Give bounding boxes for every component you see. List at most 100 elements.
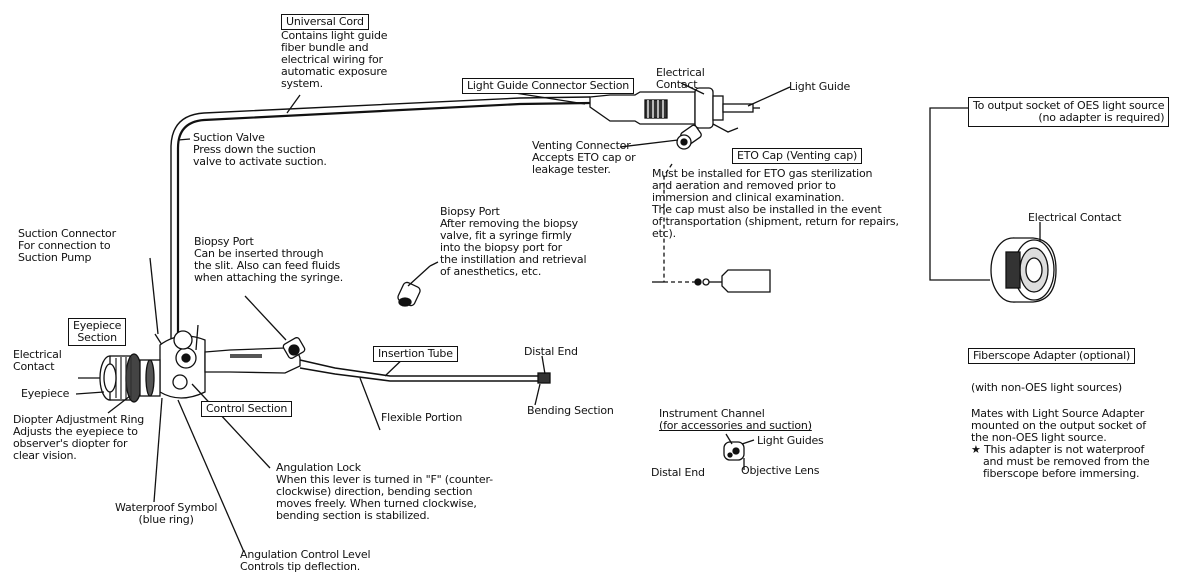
fiberscope-adapter-note-3: fiberscope before immersing. <box>983 467 1140 480</box>
diopter-desc-1: Adjusts the eyepiece to <box>13 425 138 438</box>
suction-connector-desc-2: Suction Pump <box>18 251 92 264</box>
bending-section-label: Bending Section <box>527 404 614 417</box>
suction-valve-label: Suction Valve Press down the suction val… <box>193 132 327 168</box>
eto-cap-desc-5: of transportation (shipment, return for … <box>652 215 899 228</box>
electrical-contact-top-line-1: Electrical <box>656 66 705 79</box>
biopsy-port-mid-desc-5: of anesthetics, etc. <box>440 265 542 278</box>
diopter-desc-3: clear vision. <box>13 449 77 462</box>
suction-connector-title: Suction Connector <box>18 227 116 240</box>
light-guide-connector-label: Light Guide Connector Section <box>462 78 635 94</box>
biopsy-port-mid-label: Biopsy Port After removing the biopsy va… <box>440 205 587 278</box>
eto-cap-desc-3: immersion and clinical examination. <box>652 191 845 204</box>
waterproof-symbol-line-2: (blue ring) <box>138 513 194 526</box>
angulation-lock-desc-3: moves freely. When turned clockwise, <box>276 497 477 510</box>
angulation-control-title: Angulation Control Level <box>240 548 371 561</box>
biopsy-port-left-label: Biopsy Port Can be inserted through the … <box>194 236 343 284</box>
venting-connector-desc-2: leakage tester. <box>532 163 611 176</box>
fiberscope-adapter-desc: Mates with Light Source Adapter mounted … <box>971 407 1150 480</box>
fiberscope-adapter-desc-2: mounted on the output socket of <box>971 419 1146 432</box>
eto-cap-label: ETO Cap (Venting cap) Must be installed … <box>652 148 899 240</box>
biopsy-port-left-title: Biopsy Port <box>194 235 254 248</box>
distal-end-detail <box>723 433 755 470</box>
fiberscope-adapter-desc-3: the non-OES light source. <box>971 431 1107 444</box>
instrument-channel-line-1: Instrument Channel <box>659 407 765 420</box>
venting-connector-label: Venting Connector Accepts ETO cap or lea… <box>532 139 636 176</box>
universal-cord-desc-4: automatic exposure <box>281 65 388 78</box>
biopsy-port-mid-desc-4: the instillation and retrieval <box>440 253 587 266</box>
output-socket-line-1: To output socket of OES light source <box>973 99 1165 112</box>
suction-valve-desc-1: Press down the suction <box>193 143 316 156</box>
electrical-contact-top-label: Electrical Contact <box>656 67 705 91</box>
output-socket-line-2: (no adapter is required) <box>1038 111 1165 124</box>
electrical-contact-left-label: Electrical Contact <box>13 349 62 373</box>
waterproof-symbol-label: Waterproof Symbol (blue ring) <box>115 502 217 526</box>
light-guide-connector <box>589 87 760 150</box>
electrical-contact-right-label: Electrical Contact <box>1028 211 1122 224</box>
eto-cap-title: ETO Cap (Venting cap) <box>732 148 863 164</box>
eto-cap-desc-4: The cap must also be installed in the ev… <box>652 203 882 216</box>
biopsy-port-detail <box>397 261 439 307</box>
venting-connector-title: Venting Connector <box>532 139 631 152</box>
fiberscope-adapter-subtitle: (with non-OES light sources) <box>971 381 1122 394</box>
objective-lens-label: Objective Lens <box>741 464 820 477</box>
diopter-label: Diopter Adjustment Ring Adjusts the eyep… <box>13 414 144 462</box>
angulation-lock-title: Angulation Lock <box>276 461 361 474</box>
fiberscope-adapter-title: Fiberscope Adapter (optional) <box>968 348 1136 364</box>
eyepiece-section-label: Eyepiece Section <box>68 318 127 346</box>
universal-cord-desc-2: fiber bundle and <box>281 41 369 54</box>
universal-cord-desc-1: Contains light guide <box>281 29 388 42</box>
universal-cord-desc-3: electrical wiring for <box>281 53 383 66</box>
insertion-tube-label: Insertion Tube <box>373 346 458 362</box>
diopter-title: Diopter Adjustment Ring <box>13 413 145 426</box>
fiberscope-adapter-note-2: and must be removed from the <box>983 455 1150 468</box>
distal-end-bottom-label: Distal End <box>651 466 705 479</box>
control-section-label: Control Section <box>201 401 293 417</box>
angulation-lock-desc-2: clockwise) direction, bending section <box>276 485 473 498</box>
diopter-desc-2: observer's diopter for <box>13 437 128 450</box>
biopsy-port-left-desc-2: the slit. Also can feed fluids <box>194 259 341 272</box>
universal-cord-line <box>176 101 591 342</box>
angulation-lock-label: Angulation Lock When this lever is turne… <box>276 462 493 522</box>
biopsy-port-mid-desc-3: into the biopsy port for <box>440 241 562 254</box>
universal-cord-title: Universal Cord <box>281 14 369 30</box>
light-guides-label: Light Guides <box>757 434 824 447</box>
universal-cord-desc-5: system. <box>281 77 323 90</box>
angulation-control-label: Angulation Control Level Controls tip de… <box>240 548 371 573</box>
biopsy-port-left-desc-3: when attaching the syringe. <box>194 271 344 284</box>
angulation-lock-desc-1: When this lever is turned in "F" (counte… <box>276 473 493 486</box>
electrical-contact-left-line-1: Electrical <box>13 348 62 361</box>
eto-cap-desc-2: and aeration and removed prior to <box>652 179 836 192</box>
instrument-channel-label: Instrument Channel (for accessories and … <box>659 408 812 432</box>
suction-valve-title: Suction Valve <box>193 131 265 144</box>
output-socket-label: To output socket of OES light source (no… <box>968 97 1170 127</box>
fiberscope-adapter-drawing <box>990 222 1057 303</box>
suction-connector-desc-1: For connection to <box>18 239 111 252</box>
angulation-control-desc-1: Controls tip deflection. <box>240 560 361 573</box>
eyepiece-section-line-1: Eyepiece <box>73 319 122 332</box>
biopsy-port-left-desc-1: Can be inserted through <box>194 247 324 260</box>
biopsy-port-mid-desc-1: After removing the biopsy <box>440 217 578 230</box>
suction-connector-label: Suction Connector For connection to Suct… <box>18 228 116 264</box>
electrical-contact-top-line-2: Contact <box>656 78 698 91</box>
venting-connector-desc-1: Accepts ETO cap or <box>532 151 636 164</box>
distal-end-top-label: Distal End <box>524 345 578 358</box>
eyepiece-section-line-2: Section <box>77 331 117 344</box>
biopsy-port-mid-desc-2: valve, fit a syringe firmly <box>440 229 572 242</box>
eyepiece-drawing <box>99 353 161 403</box>
flexible-portion-label: Flexible Portion <box>381 411 463 424</box>
waterproof-symbol-line-1: Waterproof Symbol <box>115 501 218 514</box>
suction-valve-desc-2: valve to activate suction. <box>193 155 327 168</box>
eto-cap-desc-1: Must be installed for ETO gas sterilizat… <box>652 167 873 180</box>
fiberscope-adapter-desc-1: Mates with Light Source Adapter <box>971 407 1145 420</box>
control-section-body <box>159 330 551 399</box>
universal-cord-label: Universal Cord Contains light guide fibe… <box>281 14 388 90</box>
electrical-contact-left-line-2: Contact <box>13 360 55 373</box>
eto-cap-desc-6: etc). <box>652 227 676 240</box>
biopsy-port-mid-title: Biopsy Port <box>440 205 500 218</box>
instrument-channel-line-2: (for accessories and suction) <box>659 419 812 432</box>
fiberscope-adapter-note-1: ★ This adapter is not waterproof <box>971 443 1145 456</box>
angulation-lock-desc-4: bending section is stabilized. <box>276 509 430 522</box>
eyepiece-label: Eyepiece <box>21 387 70 400</box>
